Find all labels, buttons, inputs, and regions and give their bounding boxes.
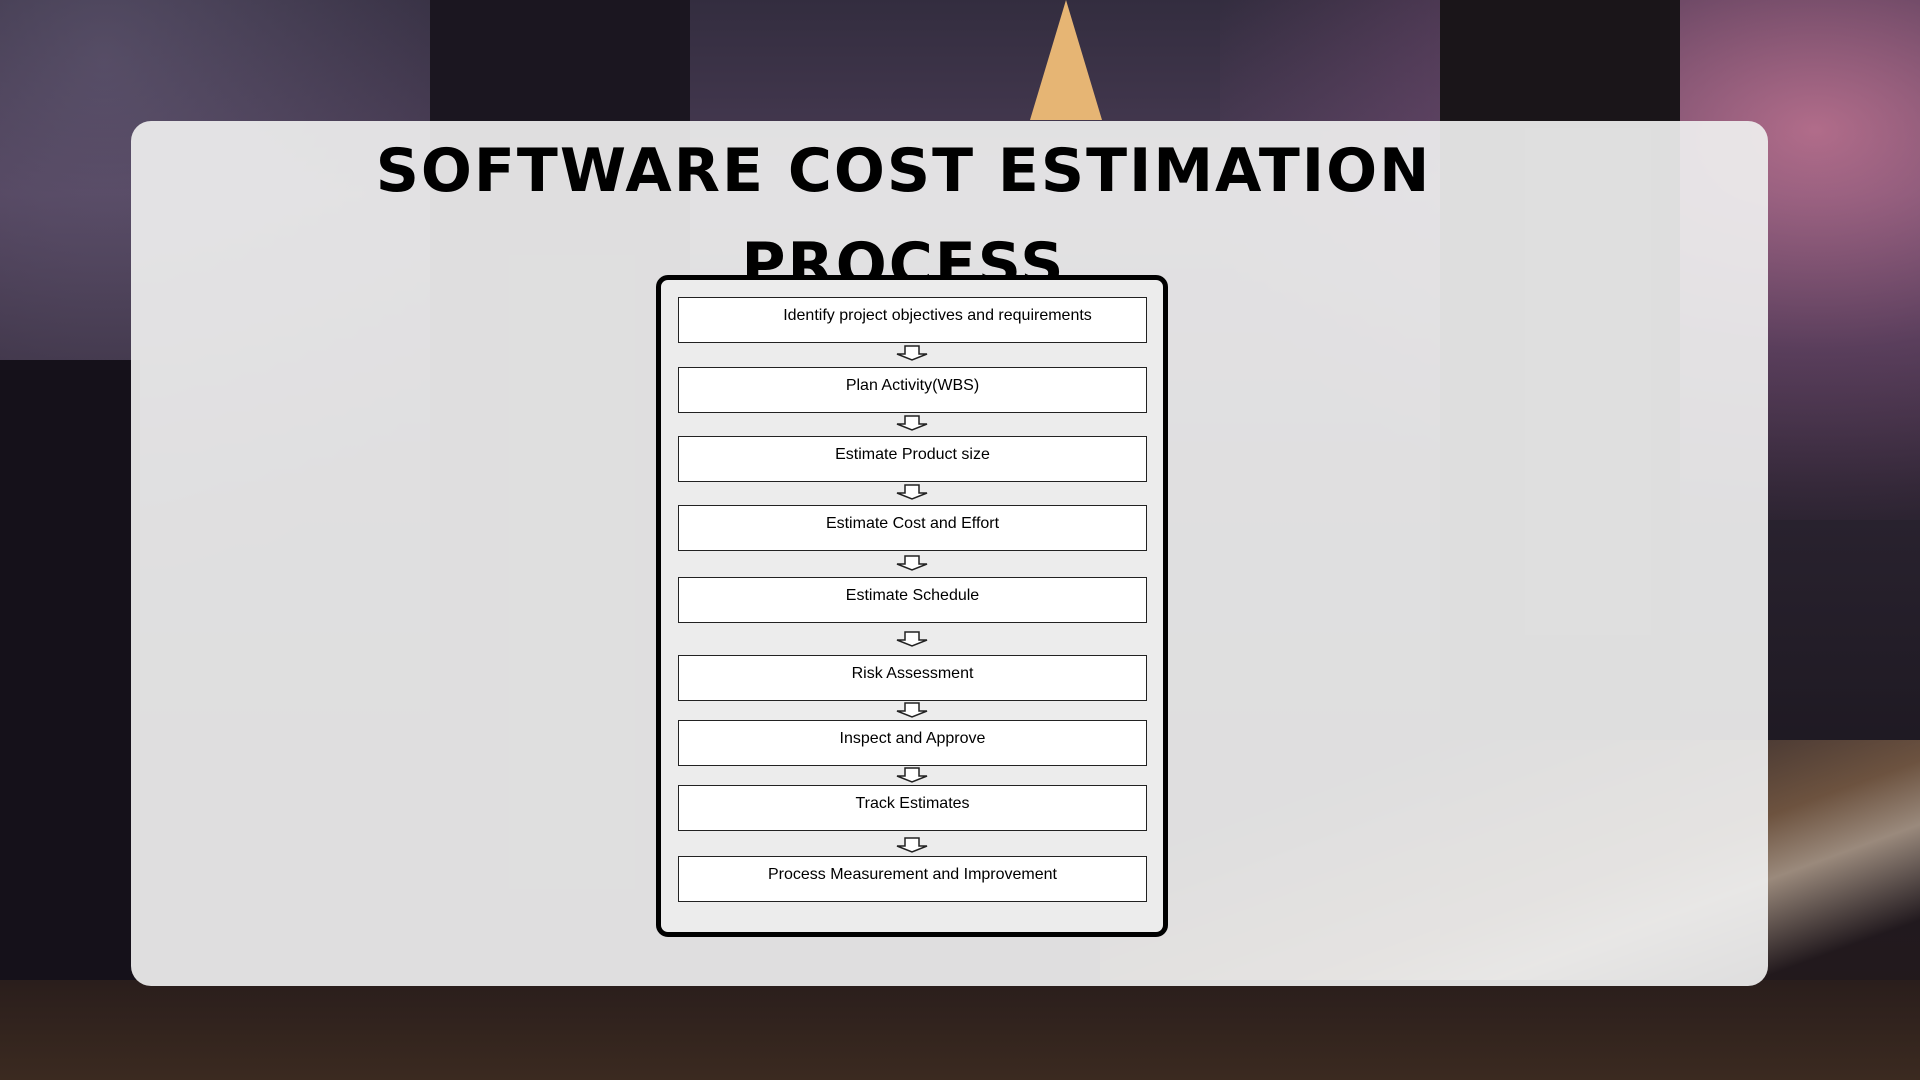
skyscraper-spire (1030, 0, 1102, 120)
process-step: Estimate Product size (678, 436, 1147, 482)
process-step: Inspect and Approve (678, 720, 1147, 766)
process-step: Estimate Schedule (678, 577, 1147, 623)
title-line-1: SOFTWARE COST ESTIMATION (375, 136, 1432, 206)
city-ground (0, 980, 1920, 1080)
down-arrow-icon (896, 555, 928, 571)
down-arrow-icon (896, 767, 928, 783)
process-step: Track Estimates (678, 785, 1147, 831)
down-arrow-icon (896, 415, 928, 431)
down-arrow-icon (896, 837, 928, 853)
down-arrow-icon (896, 345, 928, 361)
page-title: SOFTWARE COST ESTIMATION PROCESS (131, 124, 1676, 312)
down-arrow-icon (896, 631, 928, 647)
process-step: Risk Assessment (678, 655, 1147, 701)
skyscraper (0, 360, 140, 1080)
process-step: Process Measurement and Improvement (678, 856, 1147, 902)
down-arrow-icon (896, 702, 928, 718)
process-step: Identify project objectives and requirem… (678, 297, 1147, 343)
down-arrow-icon (896, 484, 928, 500)
process-step: Estimate Cost and Effort (678, 505, 1147, 551)
process-step: Plan Activity(WBS) (678, 367, 1147, 413)
